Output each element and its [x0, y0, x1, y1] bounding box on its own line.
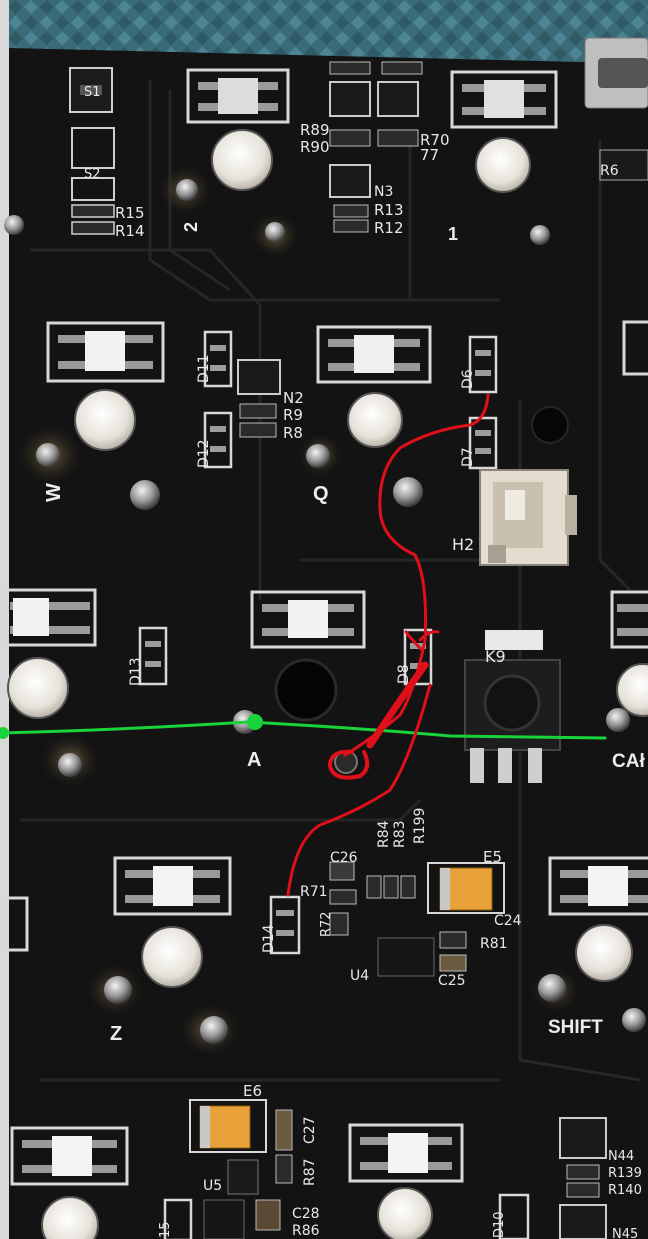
- label-key-z: Z: [110, 1023, 122, 1045]
- n2-transistor: [237, 359, 281, 395]
- led-domes: [7, 129, 648, 1239]
- label-k9: K9: [485, 647, 506, 666]
- mounting-hole: [274, 658, 338, 722]
- led-dome: [7, 657, 69, 719]
- label-n2: N2: [283, 389, 304, 407]
- silkscreen-labels: W Q A Z SHIFT CAł 2 1 S1 S2 R15 R14 R89 …: [43, 85, 645, 1239]
- bottom-right-cluster: [559, 149, 648, 1239]
- label-key-1: 1: [448, 224, 458, 244]
- label-e5: E5: [483, 848, 502, 866]
- label-r87: R87: [302, 1158, 318, 1186]
- label-r14: R14: [115, 222, 145, 240]
- label-c26: C26: [330, 850, 358, 866]
- label-key-2: 2: [181, 222, 201, 232]
- label-u4: U4: [350, 968, 369, 984]
- label-c24: C24: [494, 913, 522, 929]
- red-annotation: [286, 393, 490, 897]
- led-dome: [141, 926, 203, 988]
- label-r15: R15: [115, 204, 145, 222]
- label-r9: R9: [283, 406, 303, 424]
- label-d12: D12: [196, 439, 212, 468]
- label-r12: R12: [374, 219, 404, 237]
- label-n3: N3: [374, 184, 393, 200]
- label-r90: R90: [300, 138, 330, 156]
- usb-opening: [598, 58, 648, 88]
- smd-parts-top-center: [329, 61, 423, 233]
- u4-area: [329, 861, 467, 977]
- label-s1: S1: [84, 85, 101, 100]
- led-dome: [74, 389, 136, 451]
- label-d7: D7: [460, 447, 476, 467]
- label-u5: U5: [203, 1178, 222, 1194]
- label-c28: C28: [292, 1206, 320, 1222]
- label-d6: D6: [460, 369, 476, 389]
- label-r70: R70: [420, 131, 450, 149]
- label-h2: H2: [452, 535, 474, 554]
- diode-footprints: [138, 330, 530, 1239]
- green-annotation: [0, 714, 607, 740]
- label-r83: R83: [392, 820, 408, 848]
- label-key-caps: CAł: [612, 751, 645, 772]
- led-dome: [475, 137, 531, 193]
- label-r6: R6: [600, 163, 619, 179]
- label-r199: R199: [412, 808, 428, 844]
- label-d13: D13: [128, 657, 144, 686]
- label-key-w: W: [43, 483, 65, 502]
- led-dome: [575, 924, 633, 982]
- label-key-q: Q: [313, 483, 329, 505]
- label-d10: D10: [492, 1211, 507, 1238]
- label-key-a: A: [247, 749, 261, 771]
- smd-parts-top-left: [69, 67, 115, 235]
- led-dome: [347, 392, 403, 448]
- label-d14: D14: [261, 924, 277, 953]
- tantalum-e6: [189, 1099, 293, 1239]
- r8-resistor: [239, 422, 277, 438]
- label-s2: S2: [84, 167, 101, 182]
- h2-connector: [479, 469, 577, 566]
- label-r72: R72: [319, 911, 334, 937]
- label-r77: 77: [420, 146, 439, 164]
- mounting-hole: [531, 406, 569, 444]
- label-r89: R89: [300, 121, 330, 139]
- label-r8: R8: [283, 424, 303, 442]
- led-footprints: [3, 68, 648, 1186]
- label-d15: 15: [158, 1221, 173, 1238]
- label-c25: C25: [438, 973, 466, 989]
- led-dome: [377, 1187, 433, 1239]
- label-n44: N44: [608, 1149, 634, 1164]
- label-r81: R81: [480, 936, 508, 952]
- k9-tactile-switch: [464, 630, 561, 783]
- led-dome: [41, 1196, 99, 1239]
- r9-resistor: [239, 403, 277, 419]
- label-c27: C27: [302, 1116, 318, 1144]
- label-r86: R86: [292, 1223, 320, 1239]
- label-key-shift: SHIFT: [548, 1017, 603, 1038]
- label-e6: E6: [243, 1082, 262, 1100]
- tantalum-e5: [427, 862, 505, 914]
- led-dome: [211, 129, 273, 191]
- label-r84: R84: [376, 820, 392, 848]
- label-r71: R71: [300, 884, 328, 900]
- label-r13: R13: [374, 201, 404, 219]
- label-d11: D11: [196, 354, 212, 383]
- label-d8: D8: [396, 664, 412, 684]
- label-r139: R139: [608, 1166, 642, 1181]
- label-r140: R140: [608, 1183, 642, 1198]
- led-dome: [616, 663, 648, 717]
- label-n45: N45: [612, 1227, 638, 1239]
